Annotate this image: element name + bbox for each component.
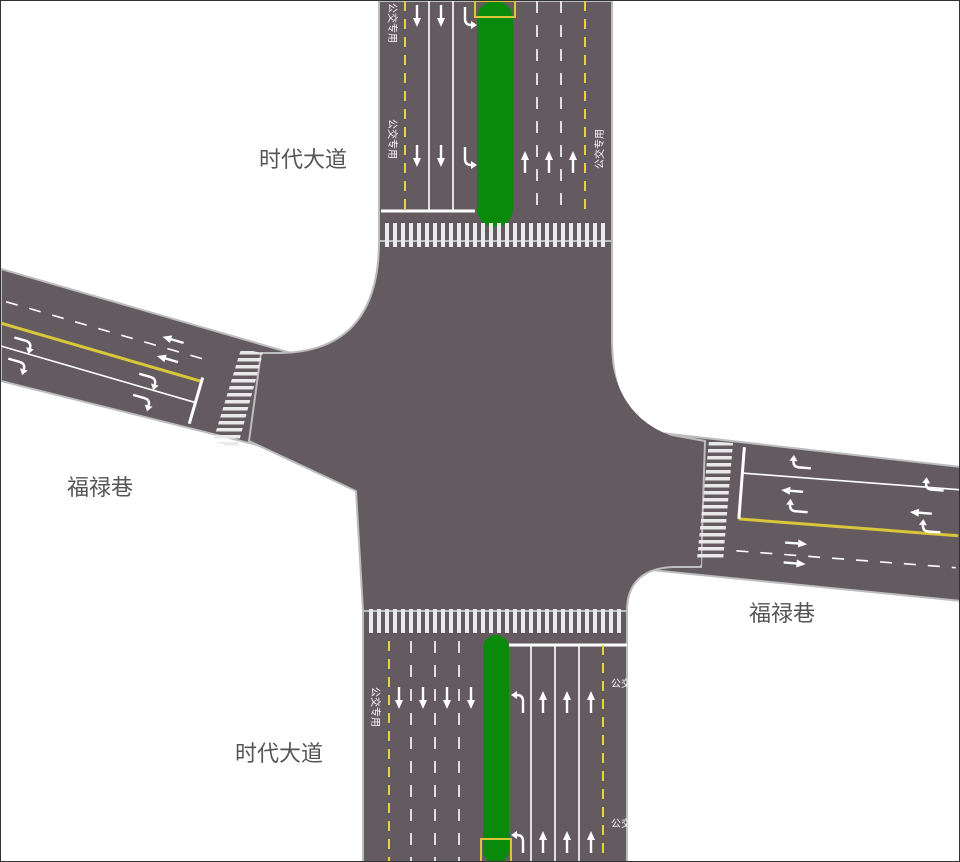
north-arm: 公交专用 公交专用 公交专用 [381,1,609,247]
east-arm [697,441,959,569]
bus-lane-text: 公交专用 [611,677,651,690]
crosswalk-north [383,223,609,247]
median-north [477,1,513,227]
crosswalk-west [213,349,263,449]
south-arm: 公交专用 公交专用 公交专 [367,609,651,861]
bus-lane-text: 公交专用 [386,3,399,43]
bus-lane-text: 公交专用 [386,119,399,159]
street-label-east: 福禄巷 [749,602,815,627]
bus-lane-text: 公交专 [611,817,641,830]
bus-lane-text: 公交专用 [593,129,606,169]
street-label-west: 福禄巷 [67,476,133,501]
crosswalk-south [367,609,625,633]
bus-lane-text: 公交专用 [369,687,382,727]
west-arm [1,300,263,449]
street-label-south: 时代大道 [235,742,323,767]
street-label-north: 时代大道 [259,148,347,173]
crosswalk-east [697,441,733,561]
median-south [483,635,509,861]
